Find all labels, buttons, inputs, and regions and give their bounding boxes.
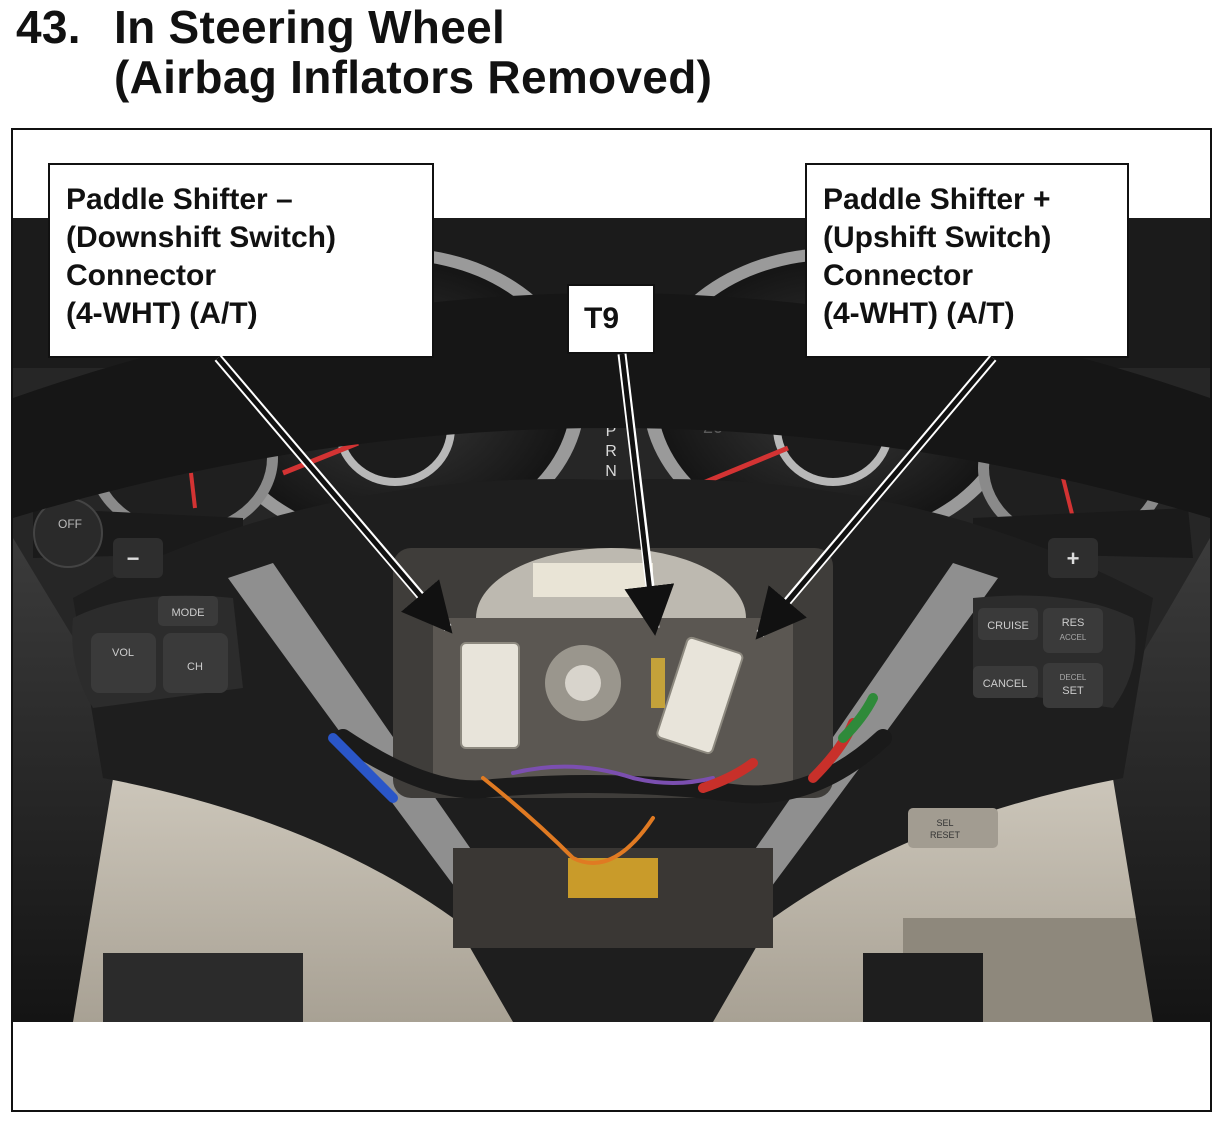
cancel-button-label: CANCEL	[983, 678, 1028, 690]
step-number: 43.	[16, 1, 81, 53]
mode-button-label: MODE	[172, 607, 205, 619]
t9-callout: T9	[567, 284, 655, 354]
reset-button-label: RESET	[930, 830, 961, 840]
callout-right-line-1: Paddle Shifter +	[823, 183, 1051, 216]
callout-right-line-3: Connector	[823, 259, 973, 292]
airbag-housing-cavity	[393, 548, 833, 948]
cruise-button-label: CRUISE	[987, 620, 1029, 632]
callout-right-line-2: (Upshift Switch)	[823, 221, 1052, 254]
left-spoke-controls: MODE VOL CH −	[72, 538, 243, 708]
gear-letter-n: N	[605, 463, 617, 480]
callout-left-line-2: (Downshift Switch)	[66, 221, 336, 254]
callout-left-line-4: (4-WHT) (A/T)	[66, 297, 258, 330]
accel-button-label: ACCEL	[1060, 633, 1087, 642]
vol-button-label: VOL	[112, 647, 134, 659]
sel-button-label: SEL	[936, 818, 953, 828]
callout-right-line-4: (4-WHT) (A/T)	[823, 297, 1015, 330]
paddle-plus-label: +	[1067, 546, 1080, 571]
callout-left-line-1: Paddle Shifter –	[66, 183, 293, 216]
svg-text:OFF: OFF	[58, 517, 82, 531]
page-title: 43. In Steering Wheel (Airbag Inflators R…	[16, 2, 712, 102]
upshift-connector-callout: Paddle Shifter + (Upshift Switch) Connec…	[805, 163, 1129, 358]
wire-harness	[328, 693, 892, 865]
callout-t9-label: T9	[584, 302, 620, 335]
upshift-switch-connector	[656, 636, 744, 755]
downshift-connector-callout: Paddle Shifter – (Downshift Switch) Conn…	[48, 163, 434, 358]
downshift-switch-connector	[460, 642, 520, 749]
right-spoke-controls: CRUISE RES ACCEL CANCEL DECEL SET SEL RE…	[908, 538, 1136, 848]
decel-button-label: DECEL	[1060, 673, 1087, 682]
paddle-minus-label: −	[127, 546, 140, 571]
ch-button-label: CH	[187, 661, 203, 673]
callout-left-line-3: Connector	[66, 259, 216, 292]
title-line-1: In Steering Wheel	[114, 1, 506, 53]
gear-letter-p: P	[606, 423, 617, 440]
res-button-label: RES	[1062, 617, 1085, 629]
set-button-label: SET	[1062, 685, 1084, 697]
t9-terminal	[651, 658, 665, 708]
title-line-2: (Airbag Inflators Removed)	[114, 51, 713, 103]
gear-letter-r: R	[605, 443, 617, 460]
